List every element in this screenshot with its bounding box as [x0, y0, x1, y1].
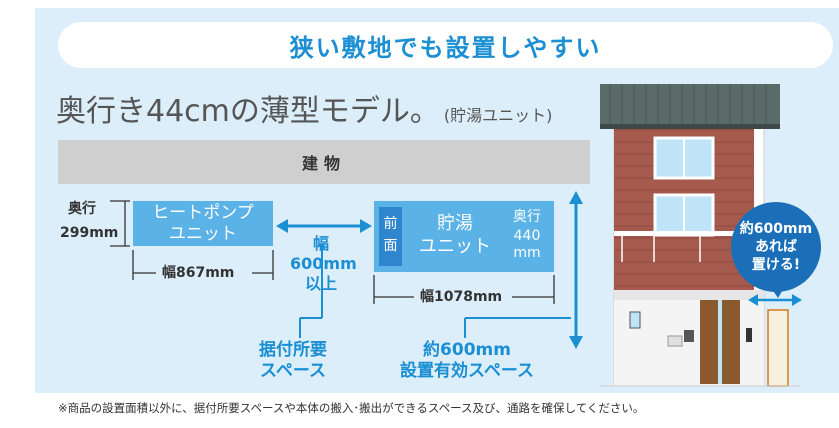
heat-pump-label-line2: ユニット — [169, 224, 237, 244]
gap-arrow — [276, 219, 372, 233]
title-banner: 狭い敷地でも設置しやすい — [58, 22, 833, 68]
install-space-pointer — [299, 244, 323, 338]
gap-line1: 幅 — [312, 234, 329, 253]
tank-width: 幅1078mm — [420, 289, 503, 305]
tank-depth-value1: 440 — [513, 228, 541, 244]
tank-label-line1: 貯湯 — [437, 213, 473, 234]
gap-line2: 600mm — [290, 254, 357, 273]
callout-line2: あれば — [755, 239, 797, 255]
tank-front-panel: 前 面 — [379, 207, 402, 266]
tank-unit: 前 面 貯湯 ユニット 奥行 440 mm — [374, 201, 554, 272]
tank-depth-label: 奥行 — [513, 209, 541, 225]
heat-pump-depth-value: 299mm — [60, 225, 119, 241]
effective-space-line1: 約600mm — [423, 340, 511, 360]
heat-pump-label-line1: ヒートポンプ — [152, 203, 254, 223]
footnote: ※商品の設置面積以外に、据付所要スペースや本体の搬入･搬出ができるスペース及び、… — [58, 401, 645, 415]
heat-pump-width: 幅867mm — [162, 265, 235, 281]
effective-space-line2: 設置有効スペース — [400, 361, 534, 381]
title: 狭い敷地でも設置しやすい — [289, 33, 602, 62]
heat-pump-depth-label: 奥行 — [68, 201, 96, 217]
tank-front-line2: 面 — [383, 238, 398, 254]
install-space-line2: スペース — [260, 361, 326, 381]
heat-pump-width-bracket — [132, 250, 274, 280]
building-label: 建物 — [301, 154, 346, 173]
house-illustration — [600, 84, 802, 387]
effective-space-pointer — [464, 317, 571, 338]
tank-depth-value2: mm — [513, 245, 541, 261]
tank-front-line1: 前 — [383, 216, 398, 232]
tank-width-bracket — [373, 275, 555, 304]
headline: 奥行き44cmの薄型モデル。(貯湯ユニット) — [56, 86, 552, 130]
effective-space-arrow — [569, 191, 583, 349]
callout-bubble — [731, 202, 821, 298]
headline-main: 奥行き44cmの薄型モデル。 — [56, 94, 440, 129]
install-space-line1: 据付所要 — [259, 340, 327, 360]
gap-line3: 以上 — [304, 274, 337, 293]
heat-pump-depth-bracket — [110, 200, 130, 247]
building-bar: 建物 — [58, 140, 590, 184]
heat-pump-unit: ヒートポンプ ユニット — [133, 201, 273, 246]
callout-line3: 置ける! — [751, 257, 801, 273]
headline-sub: (貯湯ユニット) — [443, 106, 553, 125]
tank-label-line2: ユニット — [419, 236, 491, 257]
callout-line1: 約600mm — [739, 221, 813, 237]
